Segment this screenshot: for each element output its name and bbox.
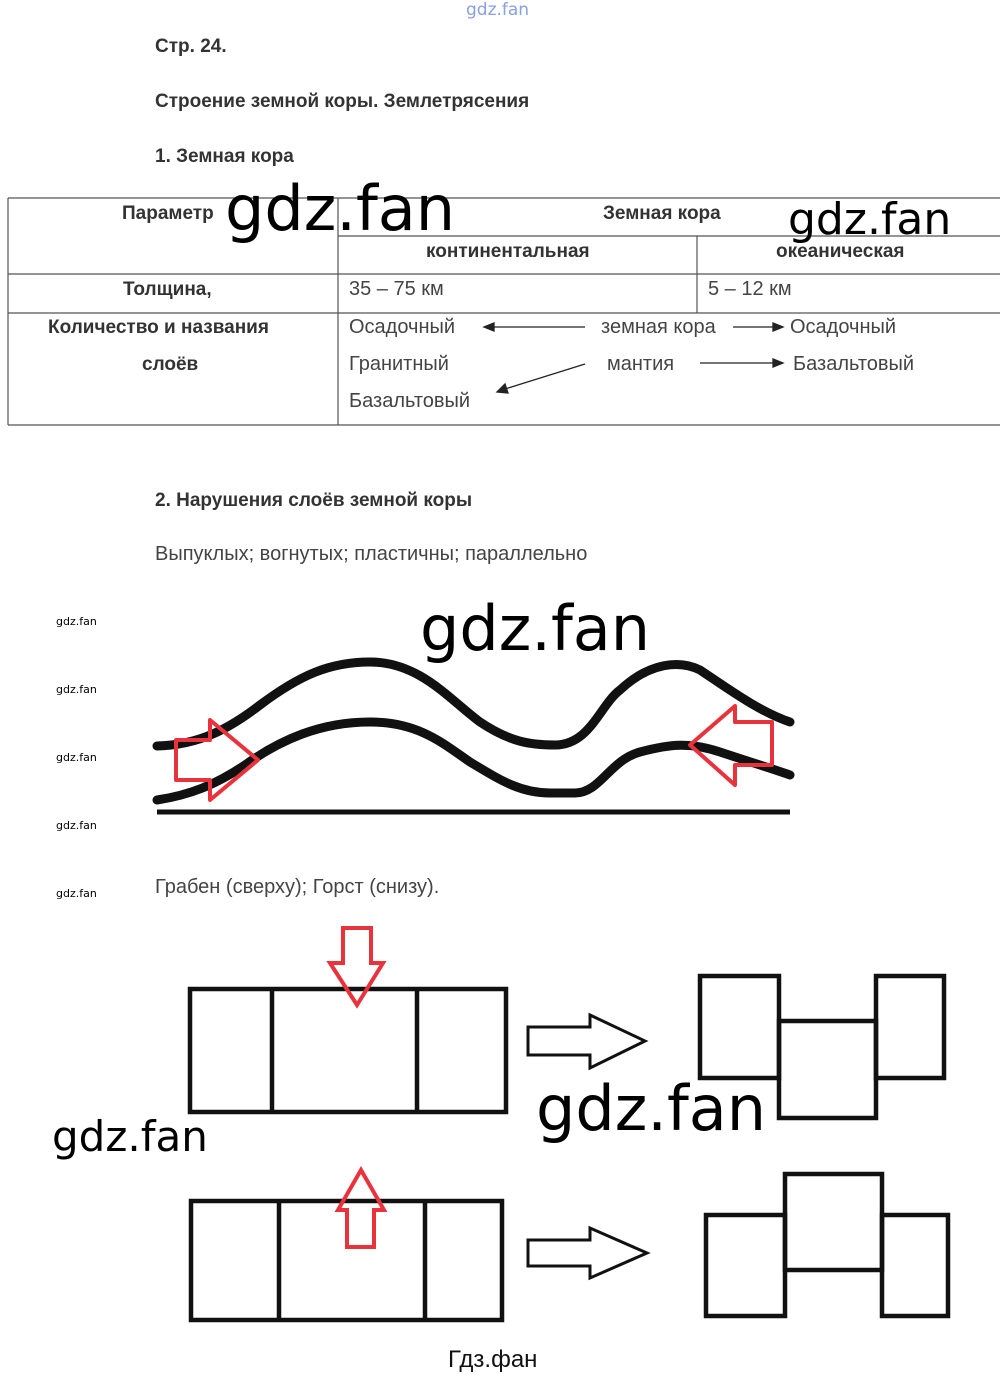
table-header-param: Параметр [122, 203, 214, 224]
watermark: gdz.fan [420, 592, 651, 665]
watermark: gdz.fan [56, 683, 97, 696]
watermark: gdz.fan [788, 194, 952, 245]
cell: мантия [607, 353, 675, 375]
page-label: Стр. 24. [155, 36, 227, 57]
section1-heading: 1. Земная кора [155, 146, 294, 167]
footer-watermark: Гдз.фан [448, 1346, 538, 1373]
row-label-thickness: Толщина, [123, 279, 212, 300]
watermark: gdz.fan [56, 615, 97, 628]
watermark: gdz.fan [56, 751, 97, 764]
row-label-layers: Количество и названия [48, 317, 269, 338]
cell: Базальтовый [793, 353, 915, 375]
cell: Базальтовый [349, 390, 471, 412]
cell: 35 – 75 км [349, 278, 444, 300]
watermark: gdz.fan [536, 1072, 767, 1145]
answer-text: Выпуклых; вогнутых; пластичны; параллель… [155, 543, 588, 565]
cell: 5 – 12 км [708, 278, 792, 300]
compression-arrows [174, 704, 774, 802]
section2-heading: 2. Нарушения слоёв земной коры [155, 490, 473, 511]
fold-layers [152, 657, 795, 805]
row-label-layers-2: слоёв [142, 354, 199, 375]
watermark: gdz.fan [52, 1112, 208, 1161]
answer-text: Грабен (сверху); Горст (снизу). [155, 876, 440, 898]
watermark: gdz.fan [56, 887, 97, 900]
horst-diagram [188, 1171, 951, 1323]
cell: Осадочный [790, 316, 897, 338]
arrow-left-icon [688, 704, 774, 787]
cell: Гранитный [349, 353, 449, 375]
arrow-up-icon [334, 1165, 388, 1249]
arrow-right-icon [174, 718, 260, 802]
table-grid [7, 197, 1000, 426]
table-header-continental: континентальная [426, 241, 590, 262]
watermark: gdz.fan [225, 172, 456, 245]
watermark: gdz.fan [56, 819, 97, 832]
table-header-oceanic: океаническая [776, 241, 905, 262]
cell: земная кора [601, 316, 716, 338]
arrow-down-icon [326, 926, 387, 1009]
cell: Осадочный [349, 316, 456, 338]
table-header-crust: Земная кора [603, 203, 721, 224]
watermark: gdz.fan [466, 0, 530, 20]
table-arrows [482, 322, 785, 394]
page-title: Строение земной коры. Землетрясения [155, 91, 530, 112]
